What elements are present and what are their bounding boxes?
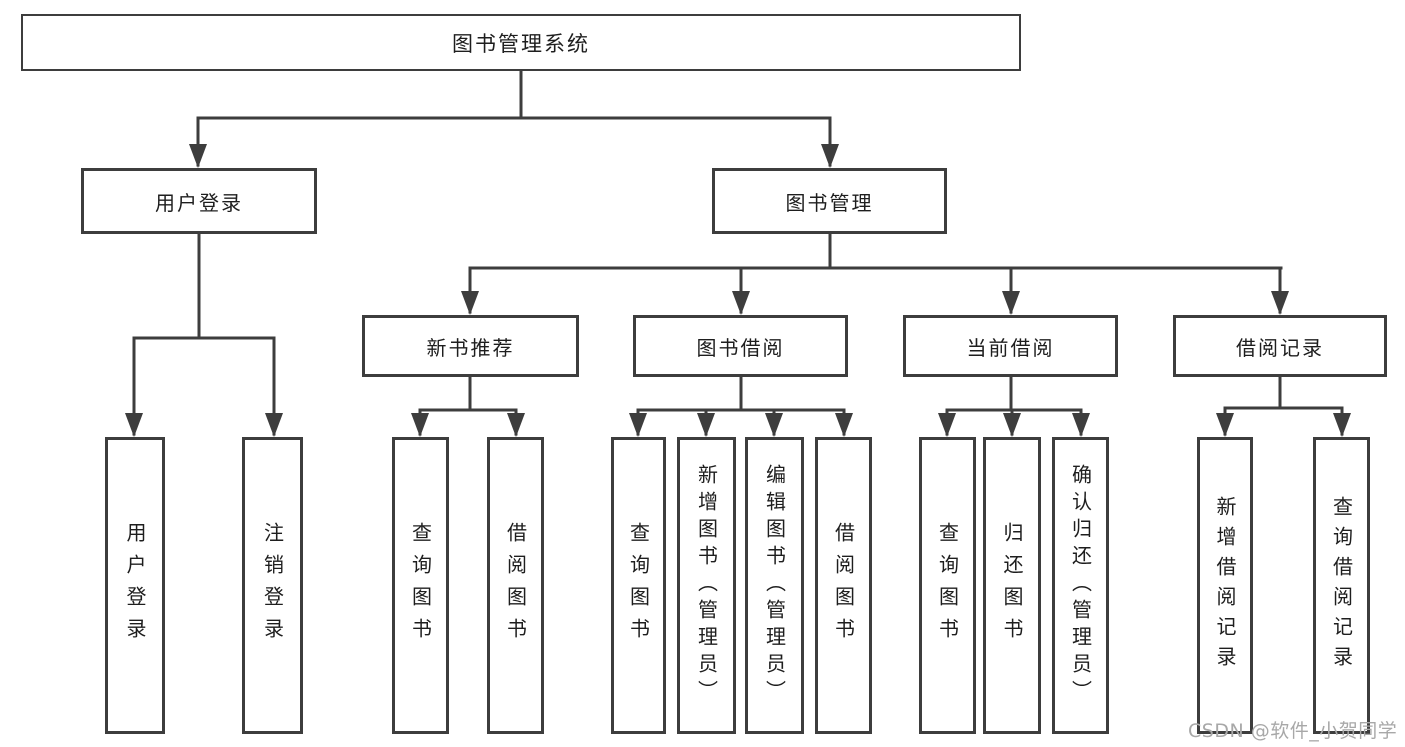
node-new-book-recommend: 新书推荐 [362,315,579,377]
leaf-borrow-books-recommend: 借阅图书 [487,437,544,734]
leaf-user-login: 用户登录 [105,437,165,734]
leaf-borrow-books: 借阅图书 [815,437,872,734]
leaf-query-borrow-record: 查询借阅记录 [1313,437,1370,734]
node-library-management-system: 图书管理系统 [21,14,1021,71]
csdn-watermark: CSDN @软件_小贺同学 [1188,720,1398,742]
leaf-confirm-return-admin: 确认归还（管理员） [1052,437,1109,734]
leaf-return-books: 归还图书 [983,437,1041,734]
node-current-borrowing: 当前借阅 [903,315,1118,377]
leaf-query-books-borrow: 查询图书 [611,437,666,734]
node-book-management: 图书管理 [712,168,947,234]
leaf-add-books-admin: 新增图书（管理员） [677,437,736,734]
leaf-query-books-recommend: 查询图书 [392,437,449,734]
node-book-borrowing: 图书借阅 [633,315,848,377]
leaf-logout: 注销登录 [242,437,303,734]
node-user-login: 用户登录 [81,168,317,234]
leaf-edit-books-admin: 编辑图书（管理员） [745,437,804,734]
leaf-query-books-current: 查询图书 [919,437,976,734]
node-borrowing-records: 借阅记录 [1173,315,1387,377]
leaf-add-borrow-record: 新增借阅记录 [1197,437,1253,734]
